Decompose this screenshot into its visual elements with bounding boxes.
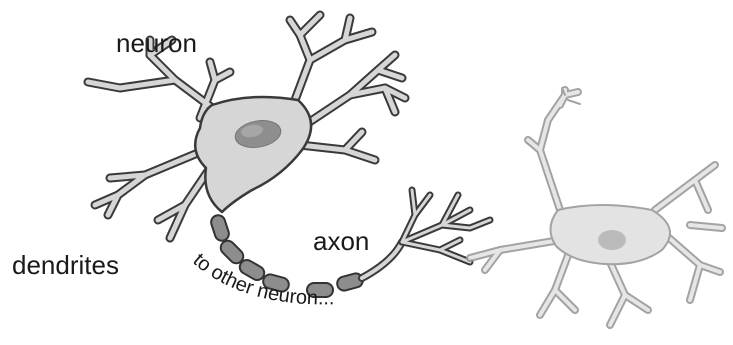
second-nucleus — [598, 230, 626, 250]
axon-label: axon — [313, 228, 369, 254]
main-cell-body — [195, 97, 311, 212]
axon-terminals — [402, 190, 490, 262]
neuron-label: neuron — [116, 30, 197, 56]
second-neuron — [470, 88, 722, 325]
dendrites-label: dendrites — [12, 252, 119, 278]
